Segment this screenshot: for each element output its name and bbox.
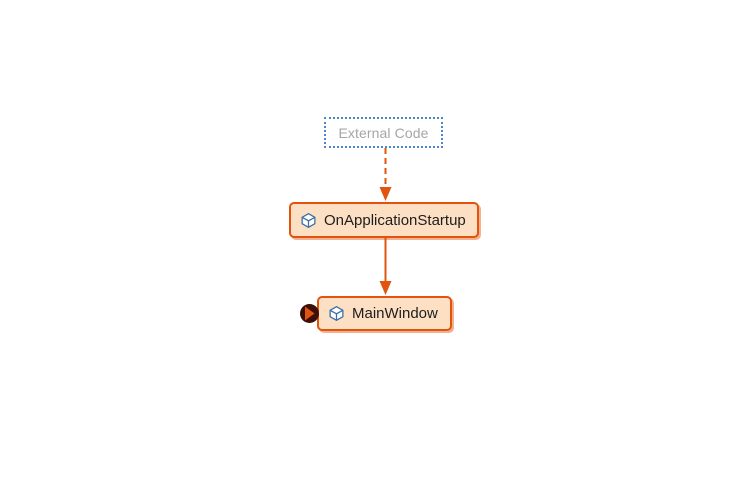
edge-external-to-startup (379, 148, 392, 201)
current-execution-marker-icon[interactable] (299, 303, 320, 324)
cube-icon (301, 212, 316, 228)
node-main-window-label: MainWindow (352, 305, 438, 322)
node-main-window[interactable]: MainWindow (317, 296, 452, 331)
cube-icon (329, 306, 344, 321)
node-external-code-label: External Code (338, 124, 429, 141)
node-external-code[interactable]: External Code (324, 117, 443, 148)
node-on-application-startup-label: OnApplicationStartup (324, 211, 466, 229)
node-on-application-startup[interactable]: OnApplicationStartup (289, 202, 479, 238)
edge-startup-to-mainwindow-arrowhead (379, 281, 392, 295)
edge-external-to-startup-arrowhead (379, 187, 392, 201)
edge-startup-to-mainwindow (379, 238, 392, 295)
